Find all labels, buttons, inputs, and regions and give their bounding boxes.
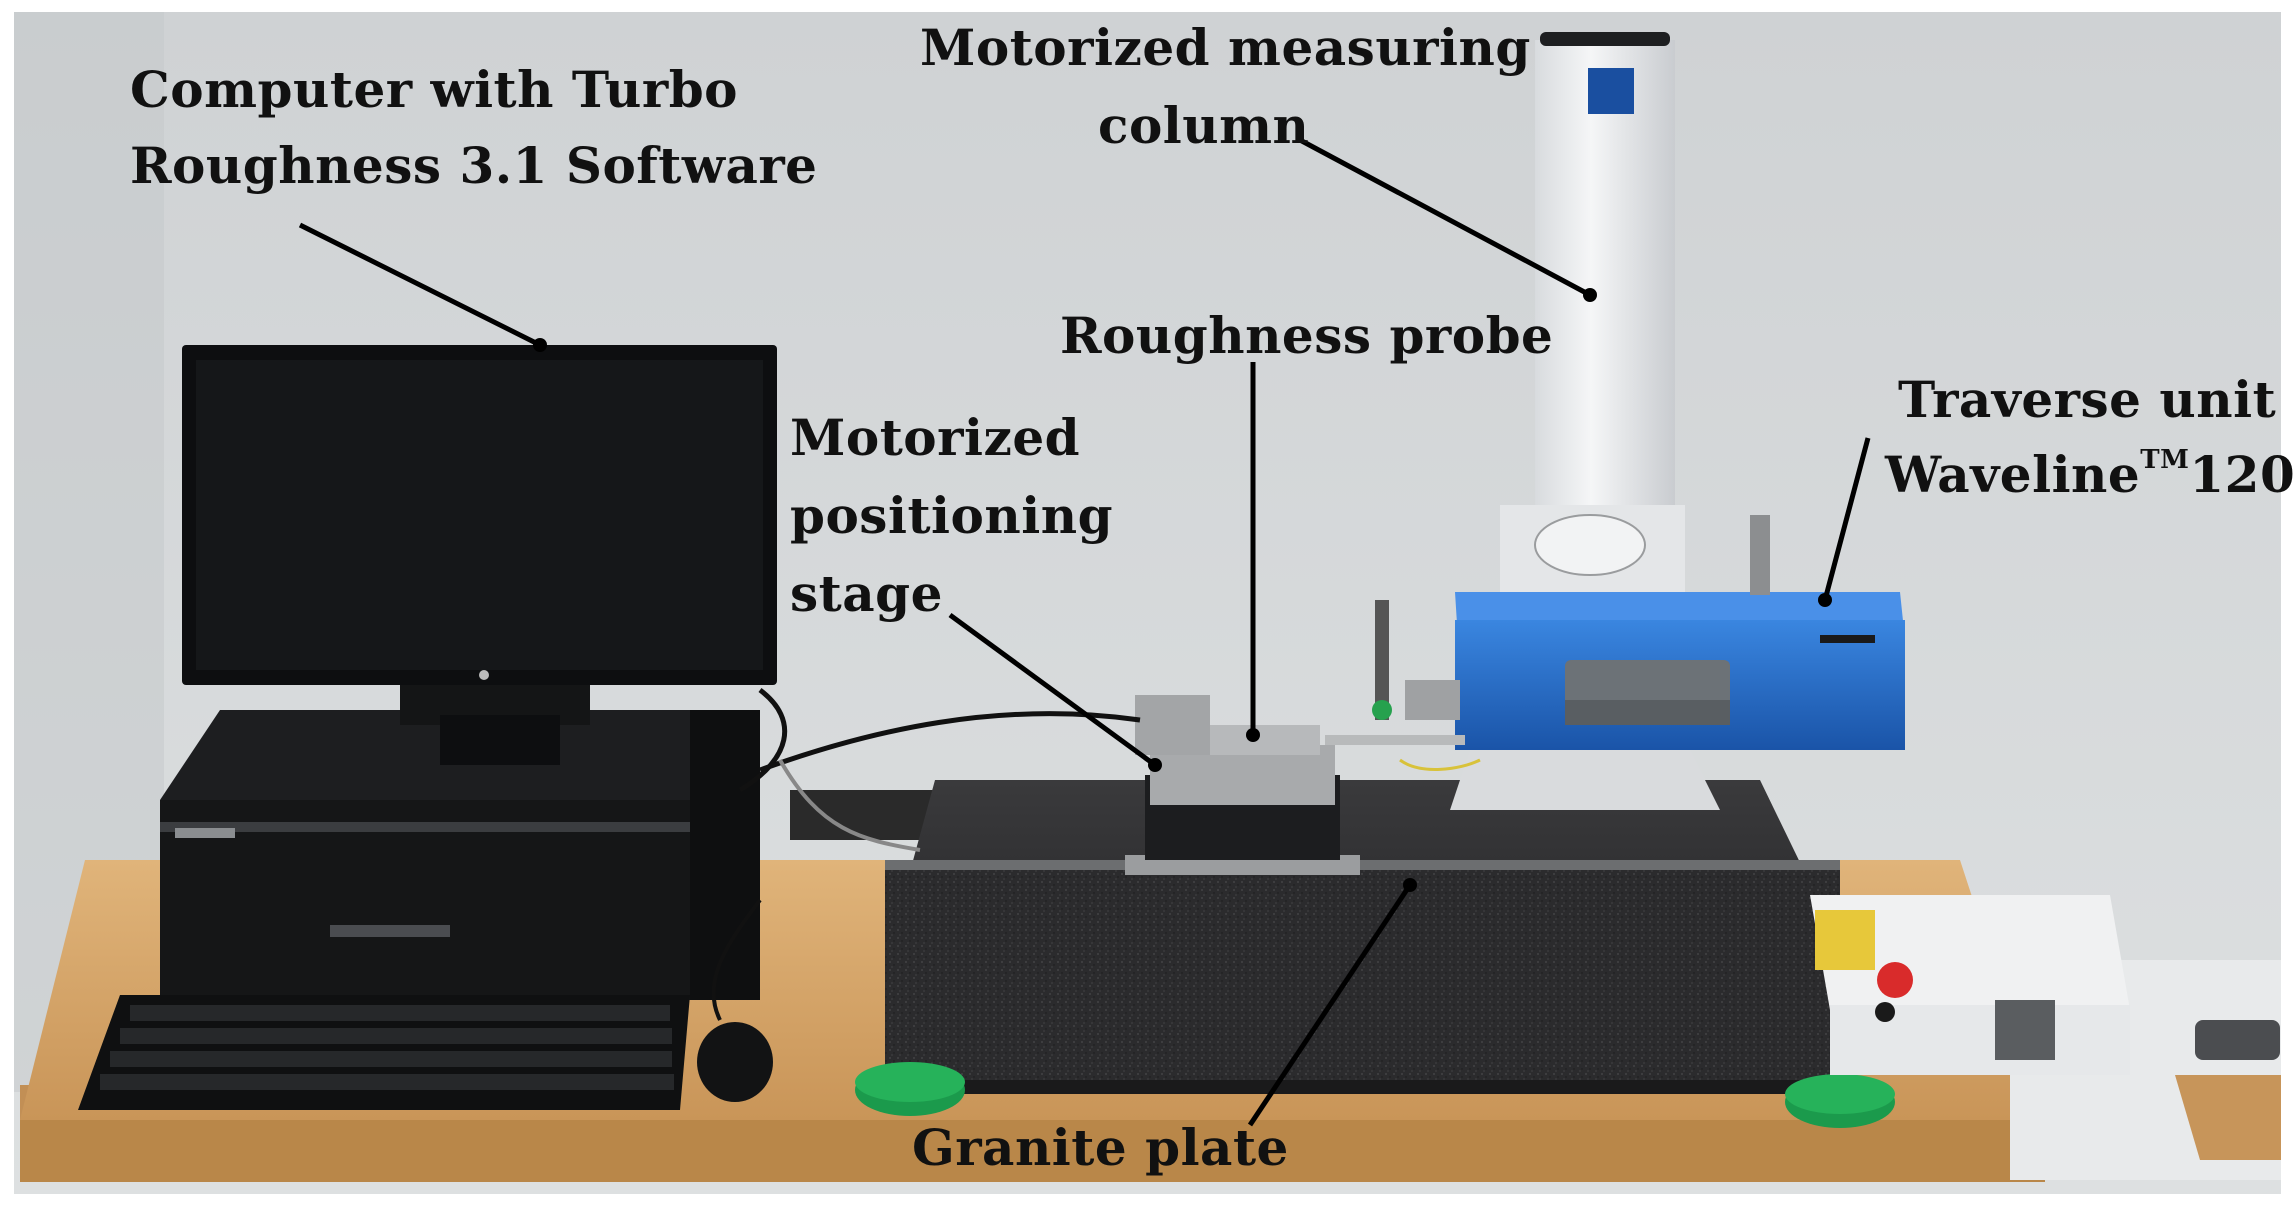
label-stage-line2: positioning (790, 486, 1114, 545)
label-granite: Granite plate (912, 1118, 1289, 1177)
label-column-line1: Motorized measuring (920, 18, 1531, 77)
leader-stage (948, 612, 1157, 768)
leader-lines (298, 137, 1871, 1127)
trademark-mark: TM (2140, 445, 2190, 476)
leader-traverse (1822, 437, 1871, 601)
label-traverse-model: 120 (2189, 445, 2295, 504)
label-computer-line1: Computer with Turbo (130, 60, 739, 119)
mouse (697, 1022, 773, 1102)
label-traverse-line1: Traverse unit (1898, 370, 2277, 429)
leader-column (1298, 137, 1592, 298)
label-traverse-name: Waveline (1885, 445, 2141, 504)
control-box (1810, 895, 2130, 1075)
leader-computer (298, 222, 542, 348)
monitor (182, 345, 788, 793)
granite-plate (885, 780, 1840, 1094)
label-stage-line3: stage (790, 564, 943, 623)
label-computer-line2: Roughness 3.1 Software (130, 136, 818, 195)
traverse-unit (1325, 515, 1905, 810)
label-probe: Roughness probe (1060, 306, 1554, 365)
keyboard (78, 995, 690, 1110)
label-stage-line1: Motorized (790, 408, 1081, 467)
label-column-line2: column (1098, 96, 1310, 155)
leader-granite (1247, 883, 1413, 1127)
leader-dots (533, 288, 1832, 892)
measuring-column (1500, 32, 1685, 595)
positioning-stage (1125, 695, 1360, 875)
label-traverse-line2: WavelineTM120 (1885, 437, 2295, 513)
